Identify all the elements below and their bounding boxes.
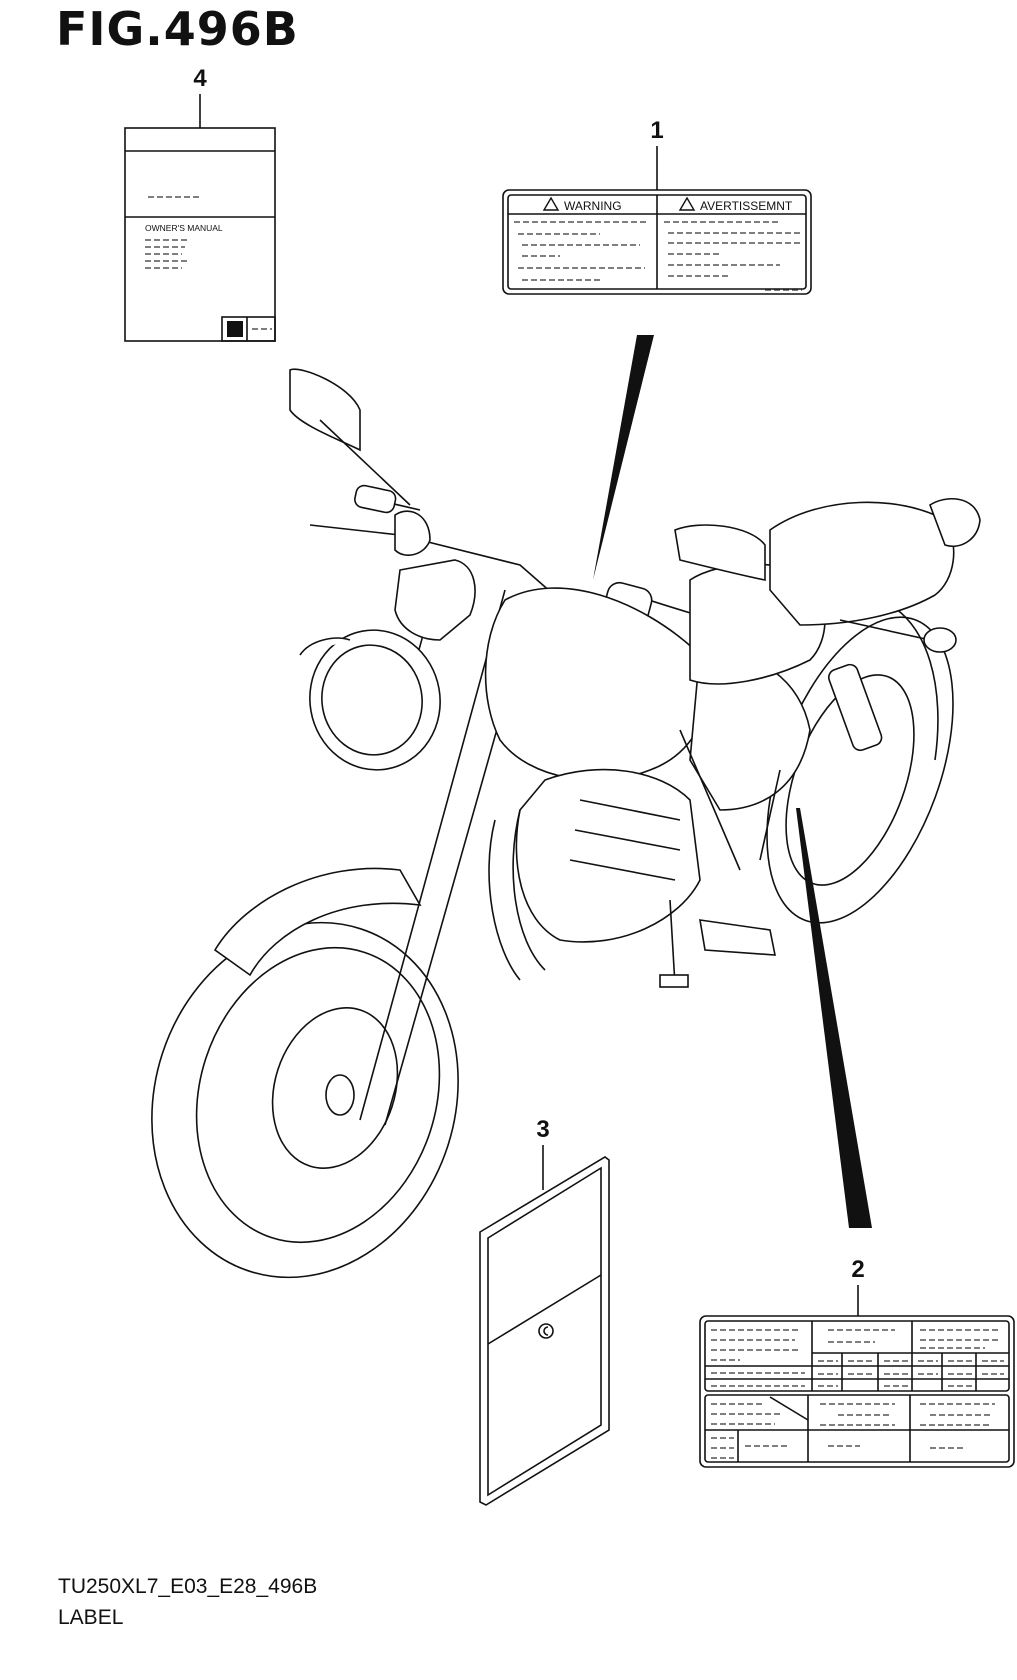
callout-3: 3	[536, 1116, 549, 1143]
motorcycle-drawing	[151, 368, 981, 1279]
avertissement-heading: AVERTISSEMNT	[700, 199, 793, 213]
part-2-info-label	[699, 1315, 1015, 1468]
part-4-owners-manual: OWNER'S MANUAL	[124, 127, 276, 342]
brand-logo-icon	[227, 321, 243, 337]
figure-name: LABEL	[58, 1606, 124, 1629]
part-1-warning-label: WARNING AVERTISSEMNT	[502, 189, 812, 295]
leader-wedge-1	[593, 335, 654, 580]
callout-1: 1	[650, 117, 663, 144]
callout-4: 4	[193, 65, 207, 92]
part-3-sheet	[479, 1156, 610, 1506]
leader-wedge-2	[796, 808, 872, 1228]
avertissement-triangle-icon	[678, 196, 696, 211]
figure-code: TU250XL7_E03_E28_496B	[58, 1575, 318, 1598]
owners-manual-text: OWNER'S MANUAL	[145, 223, 223, 233]
warning-triangle-icon	[542, 196, 560, 211]
warning-heading: WARNING	[564, 199, 622, 213]
callout-2: 2	[851, 1256, 864, 1283]
figure-title: FIG.496B	[56, 2, 299, 56]
